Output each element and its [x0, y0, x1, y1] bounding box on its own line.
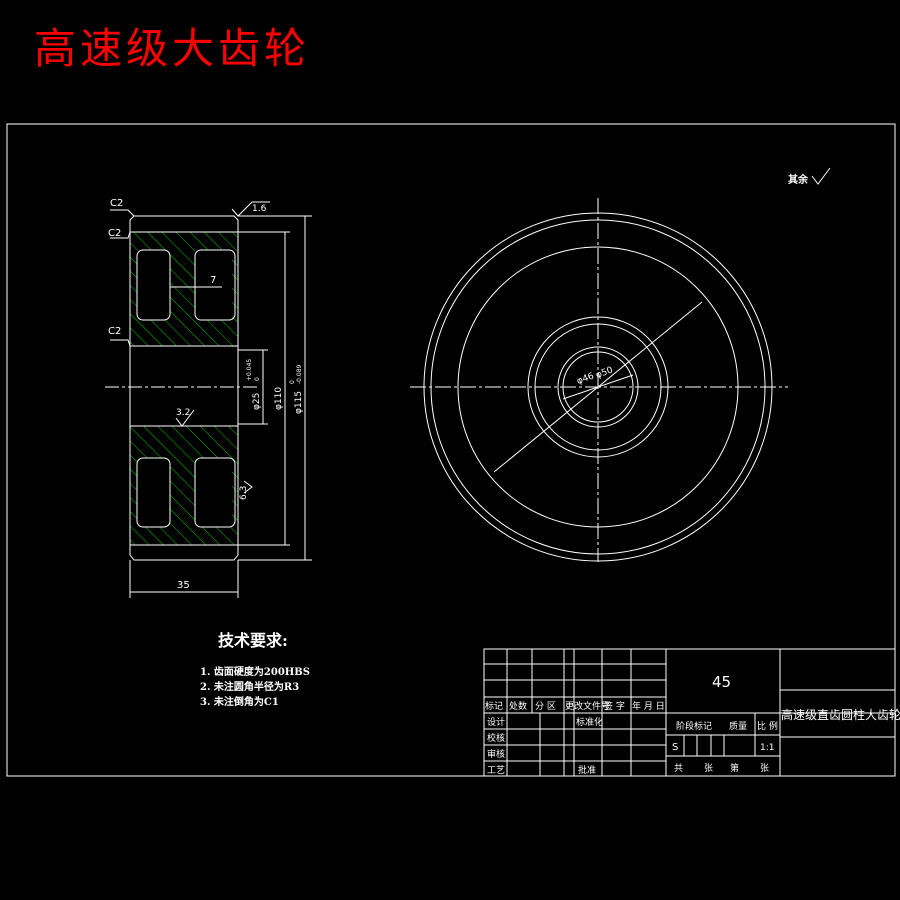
tb-header-change: 更改文件号: [565, 700, 610, 712]
tech-item: 3. 未注倒角为C1: [200, 695, 279, 708]
tech-item: 1. 齿面硬度为200HBS: [200, 665, 310, 678]
bore-tol-lower: 0: [254, 377, 261, 381]
hub-dim: φ110: [274, 387, 284, 410]
tb-sheet-unit2: 张: [760, 763, 769, 774]
chamfer-label-upper: C2: [108, 228, 121, 239]
tb-header-mark: 标记: [485, 700, 503, 712]
web-thickness-dim: 7: [210, 275, 216, 286]
tb-scale-value: 1:1: [760, 743, 774, 753]
roughness-bore: 3.2: [176, 408, 190, 418]
tb-header-count: 处数: [509, 700, 527, 712]
bore-dim: φ25: [252, 393, 262, 410]
section-labels: C2 C2 C2 1.6 3.2 6.3 7 35 φ25 +0.045 0 φ…: [108, 198, 304, 591]
tb-approval: 批准: [578, 764, 596, 776]
tb-sheet-no: 第: [730, 762, 739, 774]
drawing-title: 高速级大齿轮: [34, 24, 311, 73]
tb-part-name: 高速级直齿圆柱大齿轮: [781, 707, 900, 722]
tb-role-design: 设计: [487, 716, 505, 728]
tb-stage-value: S: [672, 742, 678, 753]
tb-weight-label: 质量: [729, 720, 747, 732]
face-width-dim: 35: [177, 580, 190, 591]
tech-item: 2. 未注圆角半径为R3: [200, 680, 299, 693]
title-block: [483, 648, 896, 777]
tb-standardization: 标准化: [576, 716, 603, 728]
tech-requirements: 技术要求: 1. 齿面硬度为200HBS 2. 未注圆角半径为R3 3. 未注倒…: [200, 631, 310, 708]
chamfer-label-top: C2: [110, 198, 123, 209]
tip-tol-upper: 0: [289, 380, 296, 384]
tb-material: 45: [712, 673, 731, 691]
tb-role-process: 工艺: [487, 765, 505, 776]
roughness-top: 1.6: [252, 204, 267, 214]
tech-title: 技术要求:: [218, 631, 288, 650]
section-view: [105, 201, 312, 598]
dia-label-46: φ46: [576, 371, 596, 386]
tb-header-date: 年 月 日: [632, 700, 665, 712]
hatch-lower: [130, 426, 238, 545]
drawing-frame: [6, 123, 896, 777]
tb-stage-label: 阶段标记: [676, 720, 712, 732]
title-block-text: 标记 处数 分 区 更改文件号 签 字 年 月 日 设计 校核 审核 工艺 标准…: [485, 673, 900, 776]
tb-role-check: 校核: [487, 732, 505, 744]
tb-header-zone: 分 区: [535, 701, 556, 712]
chamfer-label-mid: C2: [108, 326, 121, 337]
tb-sheet-unit: 张: [704, 763, 713, 774]
rest-roughness-label: 其余: [788, 173, 809, 186]
bore-tol-upper: +0.045: [246, 359, 253, 381]
tb-scale-label: 比 例: [757, 720, 778, 732]
roughness-side: 6.3: [239, 486, 249, 500]
tb-role-review: 审核: [487, 748, 505, 760]
tip-tol-lower: -0.089: [296, 364, 303, 384]
tb-header-sign: 签 字: [604, 700, 625, 712]
hatch-upper: [130, 232, 238, 346]
front-view: [410, 167, 831, 562]
tip-dim: φ115: [294, 391, 304, 414]
tb-sheet-total: 共: [674, 763, 683, 774]
